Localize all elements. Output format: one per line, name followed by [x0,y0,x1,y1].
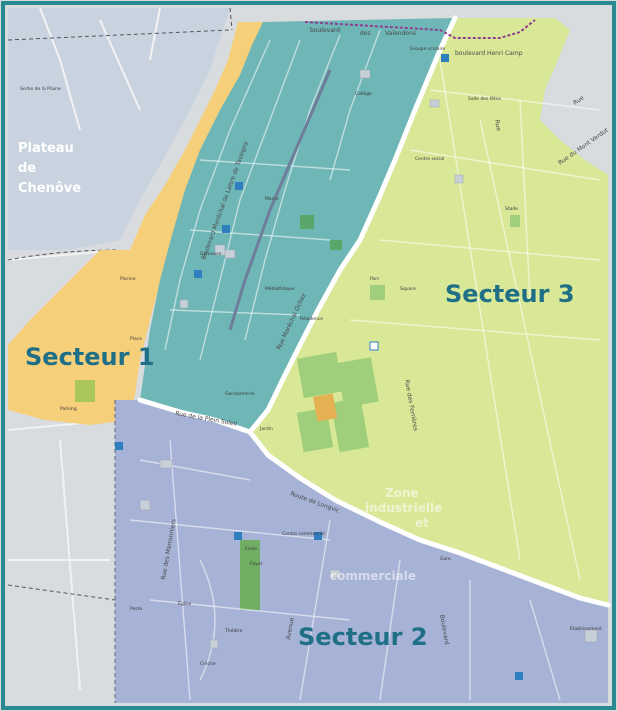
place-label-26: Gendarmerie [225,391,255,397]
sector-1-label: Secteur 1 [25,343,155,371]
place-label-23: Square [400,286,416,292]
orange-zone [313,393,338,422]
zone-label-commerciale: commerciale [330,569,416,583]
place-label-12: Résidence [300,315,323,322]
place-label-4: Salle des fêtes [468,95,502,102]
buildings [139,69,598,649]
zone-label-3: et [415,516,429,530]
place-label-17: Poste [130,606,142,612]
place-label-18: Église [178,599,192,607]
place-label-6: Mairie [265,196,279,202]
place-label-14: Ecole [245,546,257,552]
place-label-1: Sortie de la Plaine [20,86,61,92]
zone-label-2: industrielle [365,501,442,515]
sector-2-area[interactable] [115,400,608,703]
teal-zone-area[interactable] [140,18,455,432]
place-label-7: Gymnase [200,251,221,257]
plateau-label-2: de [18,161,36,176]
place-label-20: Parking [60,406,77,412]
place-label-15: Foyer [250,561,263,567]
sector-2-label: Secteur 2 [298,623,428,651]
place-label-8: Piscine [120,276,136,282]
zone-label-1: Zone [385,486,419,500]
place-label-16: Gare [440,556,451,562]
street-bd-henri-camp: boulevard Henri Camp [455,50,523,57]
tram-line [228,69,332,331]
place-label-24: Théâtre [224,627,243,634]
place-label-19: Crèche [200,660,216,667]
place-label-11: Médiathèque [265,285,295,292]
street-boulevard-1: boulevard [310,27,340,34]
place-label-13: Centre commercial [282,531,325,537]
sector-3-area[interactable] [250,18,608,605]
street-boulevard-2: des [360,30,371,37]
main-roads [137,15,611,608]
plateau-label-3: Chenôve [18,181,81,196]
place-label-2: Groupe scolaire [410,46,445,52]
street-rue-chanoine: Rue [493,119,502,132]
plateau-label-1: Plateau [18,141,74,156]
plateau-area [8,8,230,250]
place-label-9: Parc [370,276,380,282]
place-label-25: Établissement [570,624,602,632]
place-label-21: Jardin [259,426,273,432]
street-boulevard-3: Valendons [385,30,416,37]
street-avenue: Avenue [285,617,296,640]
place-label-5: Centre social [415,156,444,162]
place-label-22: Place [130,336,142,342]
place-label-3: Collège [355,90,372,97]
parking-icons [115,54,523,680]
sector-1-area[interactable] [8,22,263,425]
sector-3-label: Secteur 3 [445,280,575,308]
boundary-purple [304,19,536,39]
place-label-10: Stade [505,206,518,212]
